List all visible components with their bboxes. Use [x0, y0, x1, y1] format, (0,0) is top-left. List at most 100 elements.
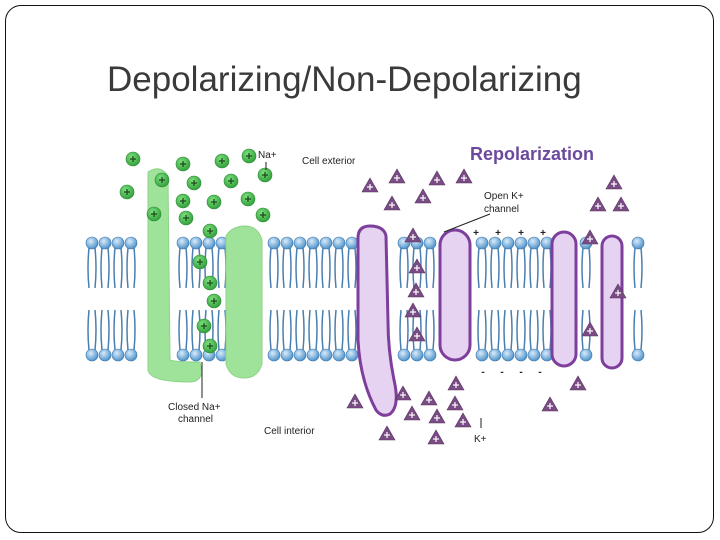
open-k-channel-label-line2: channel — [484, 204, 519, 215]
na-ion — [257, 167, 273, 183]
k-label: K+ — [474, 434, 487, 445]
k-ion — [404, 227, 422, 243]
na-ion — [125, 151, 141, 167]
lipid-molecule — [631, 236, 645, 289]
lipid-molecule — [332, 309, 346, 362]
na-ion — [255, 207, 271, 223]
lipid-molecule — [540, 309, 554, 362]
k-ion — [612, 196, 630, 212]
na-ion — [192, 254, 208, 270]
k-ion — [589, 196, 607, 212]
k-ion — [428, 170, 446, 186]
lipid-molecule — [215, 236, 229, 289]
na-label: Na+ — [258, 150, 277, 161]
k-ion — [346, 393, 364, 409]
k-ion — [447, 375, 465, 391]
plus-charge: + — [540, 228, 546, 239]
lipid-molecule — [176, 236, 190, 289]
na-ion — [214, 153, 230, 169]
na-ion — [119, 184, 135, 200]
k-ion — [378, 425, 396, 441]
lipid-molecule — [124, 236, 138, 289]
slide-title: Depolarizing/Non-Depolarizing — [107, 60, 582, 99]
repolarization-heading: Repolarization — [470, 144, 594, 164]
closed-na-channel-label-line2: channel — [178, 414, 213, 425]
lipid-molecule — [202, 309, 216, 362]
k-channel-open-right — [550, 230, 578, 368]
lipid-molecule — [267, 309, 281, 362]
lipid-molecule — [319, 236, 333, 289]
lipid-molecule — [579, 236, 593, 289]
lipid-molecule — [345, 236, 359, 289]
lipid-molecule — [124, 309, 138, 362]
k-ion — [454, 412, 472, 428]
lipid-molecule — [293, 309, 307, 362]
open-k-pointer — [443, 213, 491, 233]
lipid-molecule — [423, 309, 437, 362]
na-ions — [119, 148, 273, 354]
lipid-molecule — [176, 309, 190, 362]
lipid-molecule — [475, 309, 489, 362]
na-ion — [241, 148, 257, 164]
minus-charge: - — [500, 367, 503, 378]
cell-exterior-label: Cell exterior — [302, 156, 356, 167]
lipid-molecule — [111, 236, 125, 289]
minus-charge: - — [538, 367, 541, 378]
na-ion — [202, 275, 218, 291]
na-ion — [202, 223, 218, 239]
k-ion — [404, 302, 422, 318]
lipid-molecule — [631, 309, 645, 362]
plus-charge: + — [518, 228, 524, 239]
k-ion — [403, 405, 421, 421]
k-ion — [394, 385, 412, 401]
na-ion — [196, 318, 212, 334]
lipid-molecule — [85, 309, 99, 362]
lipid-molecule — [397, 236, 411, 289]
lipid-molecule — [280, 309, 294, 362]
na-ion — [206, 194, 222, 210]
k-ion — [446, 395, 464, 411]
na-ion — [206, 293, 222, 309]
k-ion — [428, 408, 446, 424]
lipid-molecule — [540, 236, 554, 289]
lipid-molecule — [111, 309, 125, 362]
lipid-molecule — [280, 236, 294, 289]
lipid-molecule — [488, 309, 502, 362]
lipid-bilayer — [85, 236, 645, 362]
lipid-molecule — [514, 236, 528, 289]
na-ion — [240, 191, 256, 207]
lipid-molecule — [85, 236, 99, 289]
k-ion — [455, 168, 473, 184]
k-ion — [383, 195, 401, 211]
lipid-molecule — [189, 236, 203, 289]
closed-na-channel-label-line1: Closed Na+ — [168, 402, 221, 413]
k-ion — [541, 396, 559, 412]
lipid-molecule — [332, 236, 346, 289]
na-ion — [202, 338, 218, 354]
na-ion — [175, 193, 191, 209]
k-channel-far-right — [600, 234, 624, 370]
k-ion — [361, 177, 379, 193]
k-ion — [581, 321, 599, 337]
minus-charge: - — [481, 367, 484, 378]
lipid-molecule — [189, 309, 203, 362]
closed-na-channel — [147, 168, 263, 383]
na-ion — [175, 156, 191, 172]
lipid-molecule — [267, 236, 281, 289]
k-ion — [414, 188, 432, 204]
plus-charge: + — [473, 228, 479, 239]
k-ion — [420, 390, 438, 406]
na-ion — [178, 210, 194, 226]
lipid-molecule — [319, 309, 333, 362]
lipid-molecule — [98, 309, 112, 362]
k-channels — [356, 224, 624, 417]
lipid-molecule — [293, 236, 307, 289]
k-ion — [569, 375, 587, 391]
na-channel-left-subunit — [147, 168, 203, 383]
plus-charge: + — [495, 228, 501, 239]
na-ion — [186, 175, 202, 191]
k-channel-large — [356, 224, 398, 417]
k-ion — [388, 168, 406, 184]
k-channel-open-left — [438, 228, 472, 362]
lipid-molecule — [98, 236, 112, 289]
